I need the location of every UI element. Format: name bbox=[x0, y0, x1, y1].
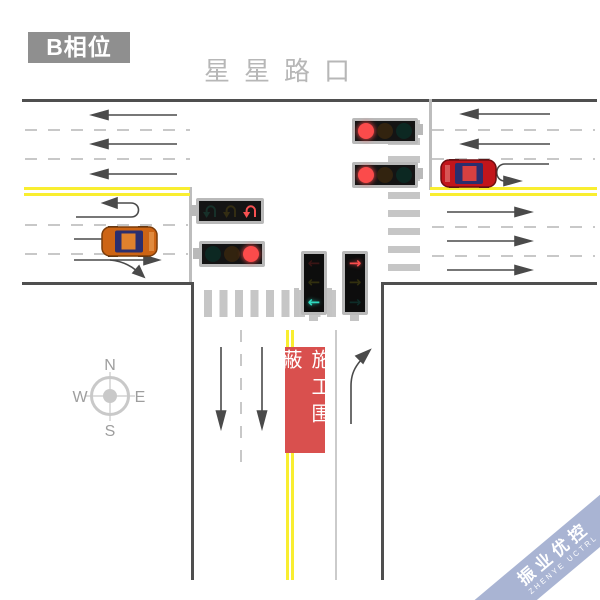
road-edge-south-left bbox=[191, 282, 194, 580]
lane-dash bbox=[240, 330, 242, 465]
phase-badge: B相位 bbox=[28, 32, 130, 63]
left-arrow-green-on: ← bbox=[307, 292, 321, 311]
green-lamp-off bbox=[396, 167, 412, 183]
green-lamp-off bbox=[205, 246, 221, 262]
arrow-westbound bbox=[89, 168, 177, 180]
road-edge-east-bottom bbox=[381, 282, 597, 285]
compass-n: N bbox=[104, 357, 116, 374]
arrow-straight-right bbox=[74, 254, 162, 279]
arrow-southbound bbox=[215, 347, 227, 432]
compass-e: E bbox=[135, 389, 146, 406]
arrow-westbound bbox=[89, 138, 177, 150]
road-edge-south-right bbox=[381, 282, 384, 580]
signal-pole bbox=[327, 288, 332, 317]
u-turn-icon-red-on bbox=[243, 204, 256, 218]
page-title: 星星路口 bbox=[204, 56, 365, 86]
red-car bbox=[440, 159, 497, 188]
amber-lamp-off bbox=[224, 246, 240, 262]
compass-center bbox=[103, 389, 117, 403]
yellow-line bbox=[286, 330, 289, 580]
arrow-westbound bbox=[89, 109, 177, 121]
compass-ring bbox=[90, 376, 130, 416]
yellow-line bbox=[24, 193, 190, 196]
arrow-southbound bbox=[256, 347, 268, 432]
signal-pole bbox=[294, 288, 299, 317]
arrow-uturn-red-car bbox=[495, 163, 549, 187]
signal-south-right-turn: → → → bbox=[342, 251, 368, 315]
amber-lamp-off bbox=[377, 167, 393, 183]
right-arrow-red-on: → bbox=[348, 254, 362, 273]
arrow-eastbound bbox=[447, 206, 534, 218]
red-lamp-on bbox=[358, 123, 374, 139]
yellow-line bbox=[291, 330, 294, 580]
red-lamp-on bbox=[358, 167, 374, 183]
signal-mount bbox=[417, 124, 423, 135]
lane-dash bbox=[432, 158, 595, 160]
arrow-westbound bbox=[459, 108, 550, 120]
arrow-uturn-west-approach bbox=[76, 196, 140, 218]
u-turn-icon bbox=[203, 204, 216, 218]
green-lamp-off bbox=[396, 123, 412, 139]
red-lamp-on bbox=[243, 246, 259, 262]
yellow-line bbox=[430, 187, 597, 190]
compass-w: W bbox=[72, 389, 88, 406]
signal-mount bbox=[417, 168, 423, 179]
signal-west-road-circles bbox=[199, 241, 265, 267]
signal-mount bbox=[193, 248, 199, 259]
signal-pole bbox=[350, 314, 359, 321]
amber-lamp-off bbox=[377, 123, 393, 139]
construction-sign: 施工围蔽 bbox=[279, 347, 330, 453]
road-edge-top bbox=[22, 99, 597, 102]
crosswalk-east bbox=[388, 120, 420, 272]
u-turn-icon bbox=[223, 204, 236, 218]
lane-dash bbox=[25, 224, 188, 226]
lane-dash bbox=[25, 129, 190, 131]
lane-dash bbox=[432, 226, 595, 228]
yellow-line bbox=[430, 193, 597, 196]
lane-dash bbox=[25, 158, 190, 160]
lane-dash bbox=[432, 129, 595, 131]
traffic-flow-arrows bbox=[74, 108, 550, 432]
orange-car bbox=[101, 226, 158, 257]
left-arrow-red-off: ← bbox=[307, 254, 321, 273]
lane-line bbox=[335, 330, 337, 580]
lane-dash bbox=[432, 255, 595, 257]
signal-east-road-lower bbox=[352, 162, 418, 188]
compass: N S W E bbox=[72, 357, 145, 440]
yellow-line bbox=[24, 187, 190, 190]
arrow-northbound-merge bbox=[350, 348, 372, 424]
right-arrow-green-off: → bbox=[348, 292, 362, 311]
right-arrow-amber-off: → bbox=[348, 273, 362, 292]
left-arrow-amber-off: ← bbox=[307, 273, 321, 292]
signal-east-road-upper bbox=[352, 118, 418, 144]
arrow-eastbound bbox=[447, 235, 534, 247]
stop-line-east-approach bbox=[429, 99, 432, 190]
compass-s: S bbox=[105, 423, 116, 440]
signal-south-left-turn: ← ← ← bbox=[301, 251, 327, 315]
road-edge-west-bottom bbox=[22, 282, 194, 285]
arrow-westbound bbox=[459, 138, 550, 150]
signal-pole bbox=[309, 314, 318, 321]
arrow-eastbound bbox=[447, 264, 534, 276]
signal-mount bbox=[190, 205, 196, 216]
stop-line-west-approach bbox=[189, 187, 192, 282]
signal-west-road-uturn bbox=[196, 198, 264, 224]
